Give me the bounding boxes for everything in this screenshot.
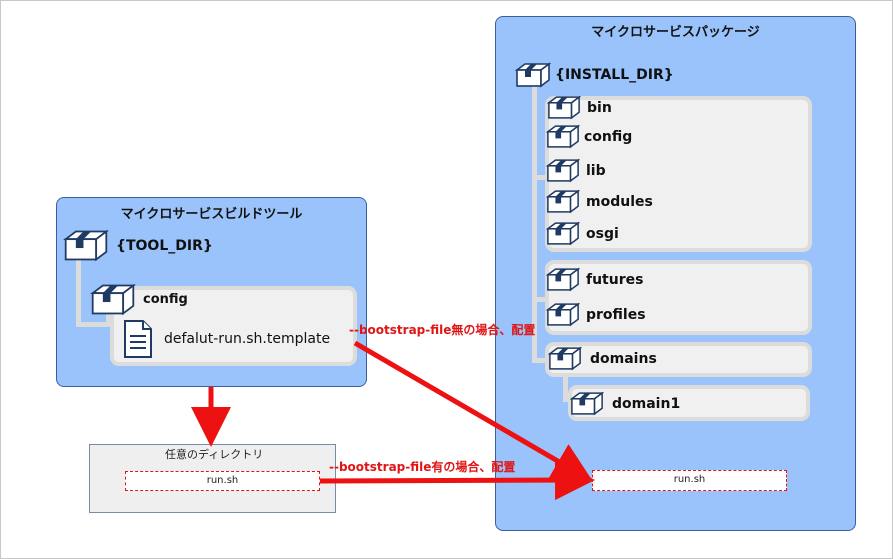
group-box-domain1 xyxy=(568,385,810,421)
package-icon xyxy=(546,158,580,183)
profiles-label: profiles xyxy=(586,306,646,323)
package-icon xyxy=(570,391,604,416)
folder-modules[interactable]: modules xyxy=(546,189,653,214)
package-icon xyxy=(546,267,580,292)
folder-bin[interactable]: bin xyxy=(547,95,612,120)
tool-dir-label: {TOOL_DIR} xyxy=(116,237,213,254)
tree-branch xyxy=(532,297,547,302)
folder-install-dir[interactable]: {INSTALL_DIR} xyxy=(515,62,674,88)
lib-label: lib xyxy=(586,162,606,179)
package-icon xyxy=(547,95,581,120)
folder-tool-dir[interactable]: {TOOL_DIR} xyxy=(62,229,213,262)
domain1-label: domain1 xyxy=(612,395,681,412)
package-icon xyxy=(515,62,551,88)
install-dir-label: {INSTALL_DIR} xyxy=(555,67,674,83)
package-icon xyxy=(546,302,580,327)
folder-domains[interactable]: domains xyxy=(548,346,657,371)
config-label: config xyxy=(584,128,633,145)
folder-config[interactable]: config xyxy=(546,124,632,149)
modules-label: modules xyxy=(586,193,653,210)
tree-branch xyxy=(76,322,112,327)
tree-branch xyxy=(532,175,547,180)
no-bootstrap-label: --bootstrap-file無の場合、配置 xyxy=(349,323,536,337)
template-file[interactable]: defalut-run.sh.template xyxy=(122,318,330,360)
config-tree-line xyxy=(106,310,111,327)
package-tree-line xyxy=(532,86,537,363)
folder-osgi[interactable]: osgi xyxy=(546,221,619,246)
package-icon xyxy=(546,221,580,246)
tool-tree-line xyxy=(76,258,81,327)
document-icon xyxy=(124,320,152,358)
package-icon xyxy=(546,124,580,149)
arrow-template-to-package xyxy=(353,340,593,482)
tree-branch xyxy=(532,358,547,363)
build-tool-title: マイクロサービスビルドツール xyxy=(120,207,303,222)
package-icon xyxy=(546,189,580,214)
osgi-label: osgi xyxy=(586,225,619,242)
package-title: マイクロサービスパッケージ xyxy=(591,25,760,40)
bin-label: bin xyxy=(587,99,612,116)
package-icon xyxy=(90,283,136,316)
arrow-anydir-to-package xyxy=(319,460,595,501)
package-runsh-file[interactable]: run.sh xyxy=(592,470,787,491)
any-dir-runsh-file[interactable]: run.sh xyxy=(125,471,320,491)
domains-label: domains xyxy=(590,350,657,367)
any-dir-title: 任意のディレクトリ xyxy=(165,448,264,461)
package-icon xyxy=(63,229,109,262)
folder-domain1[interactable]: domain1 xyxy=(570,391,680,416)
group-box-extra xyxy=(545,260,812,335)
group-box-domains xyxy=(545,342,812,377)
folder-profiles[interactable]: profiles xyxy=(546,302,646,327)
futures-label: futures xyxy=(586,271,644,288)
template-file-label: defalut-run.sh.template xyxy=(164,331,331,347)
domain-tree-line xyxy=(563,372,568,402)
folder-tool-config[interactable]: config xyxy=(89,283,188,316)
with-bootstrap-label: --bootstrap-file有の場合、配置 xyxy=(329,460,516,474)
folder-lib[interactable]: lib xyxy=(546,158,606,183)
tool-config-label: config xyxy=(143,292,188,307)
package-icon xyxy=(548,346,582,371)
folder-futures[interactable]: futures xyxy=(546,267,643,292)
group-box-core xyxy=(545,96,812,252)
